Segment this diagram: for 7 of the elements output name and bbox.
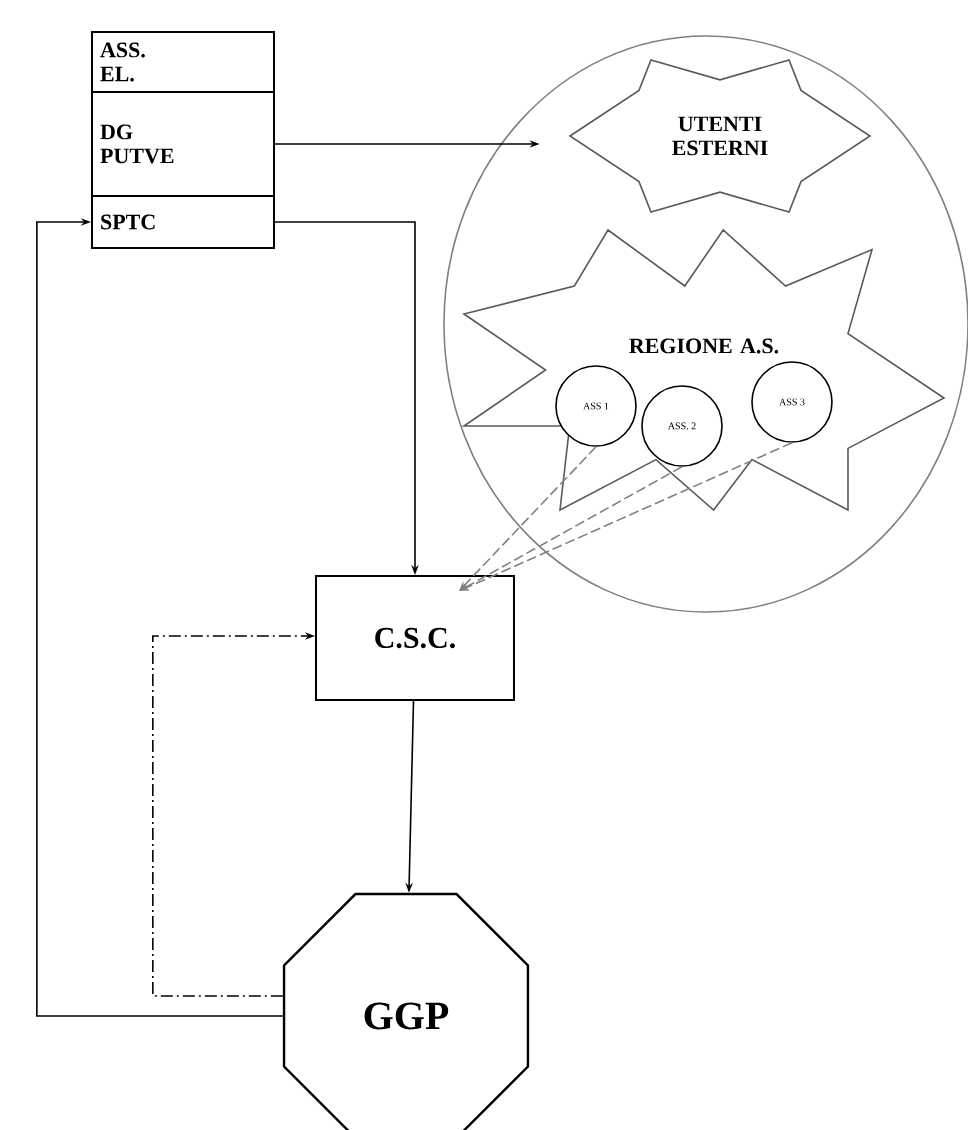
process-box: C.S.C. — [315, 575, 515, 701]
arrow — [459, 446, 597, 591]
table-row: SPTC — [91, 195, 275, 249]
arrow — [36, 218, 284, 1017]
octagon: GGP — [282, 892, 530, 1130]
table-row: ASS. EL. — [91, 31, 275, 93]
table-row: DG PUTVE — [91, 91, 275, 197]
